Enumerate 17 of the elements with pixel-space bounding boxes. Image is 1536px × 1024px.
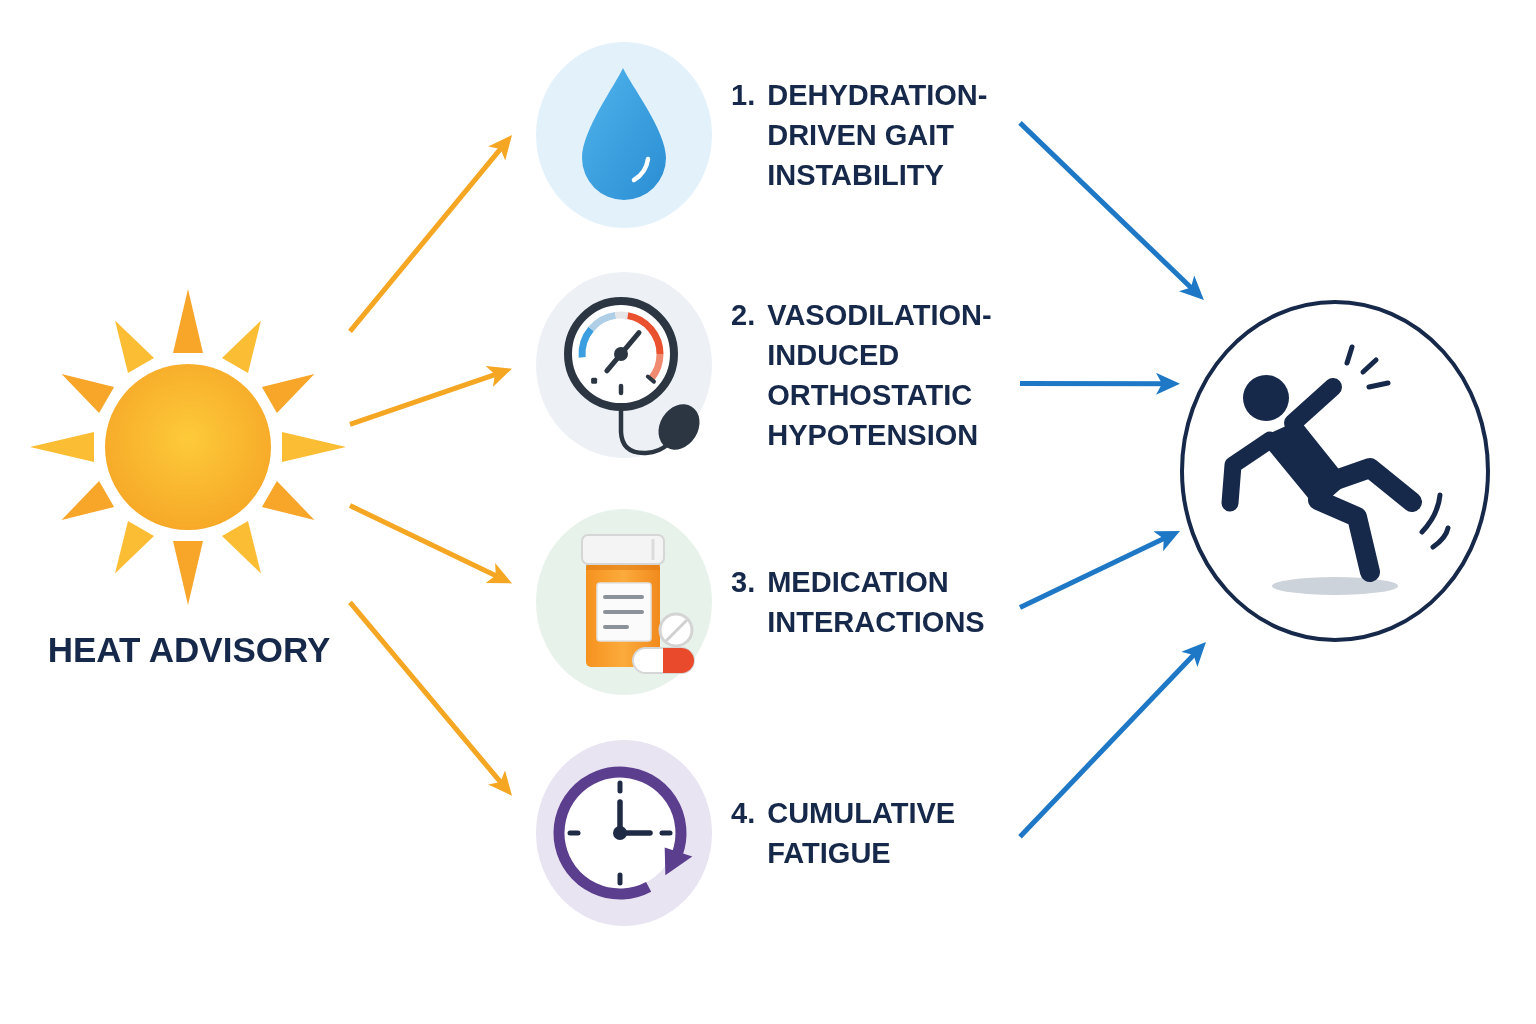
arrow <box>348 503 514 586</box>
arrow <box>348 600 514 798</box>
arrow <box>349 366 513 427</box>
risk-factor-label: CUMULATIVE FATIGUE <box>767 796 957 871</box>
heading-label: HEAT ADVISORY <box>47 629 331 671</box>
arrow <box>1018 528 1182 610</box>
risk-factor-label: VASODILATION-INDUCED ORTHOSTATIC HYPOTENSION <box>767 298 993 453</box>
step-number: 4. <box>731 796 756 831</box>
step-number: 1. <box>731 78 756 113</box>
risk-factor-label: DEHYDRATION-DRIVEN GAIT INSTABILITY <box>767 78 989 193</box>
step-number: 2. <box>731 298 756 333</box>
arrow <box>1020 372 1180 395</box>
arrow <box>1018 640 1208 839</box>
arrow <box>348 133 514 333</box>
step-number: 3. <box>731 565 756 600</box>
arrow <box>1018 121 1206 302</box>
risk-factor-label: MEDICATION INTERACTIONS <box>767 565 986 640</box>
